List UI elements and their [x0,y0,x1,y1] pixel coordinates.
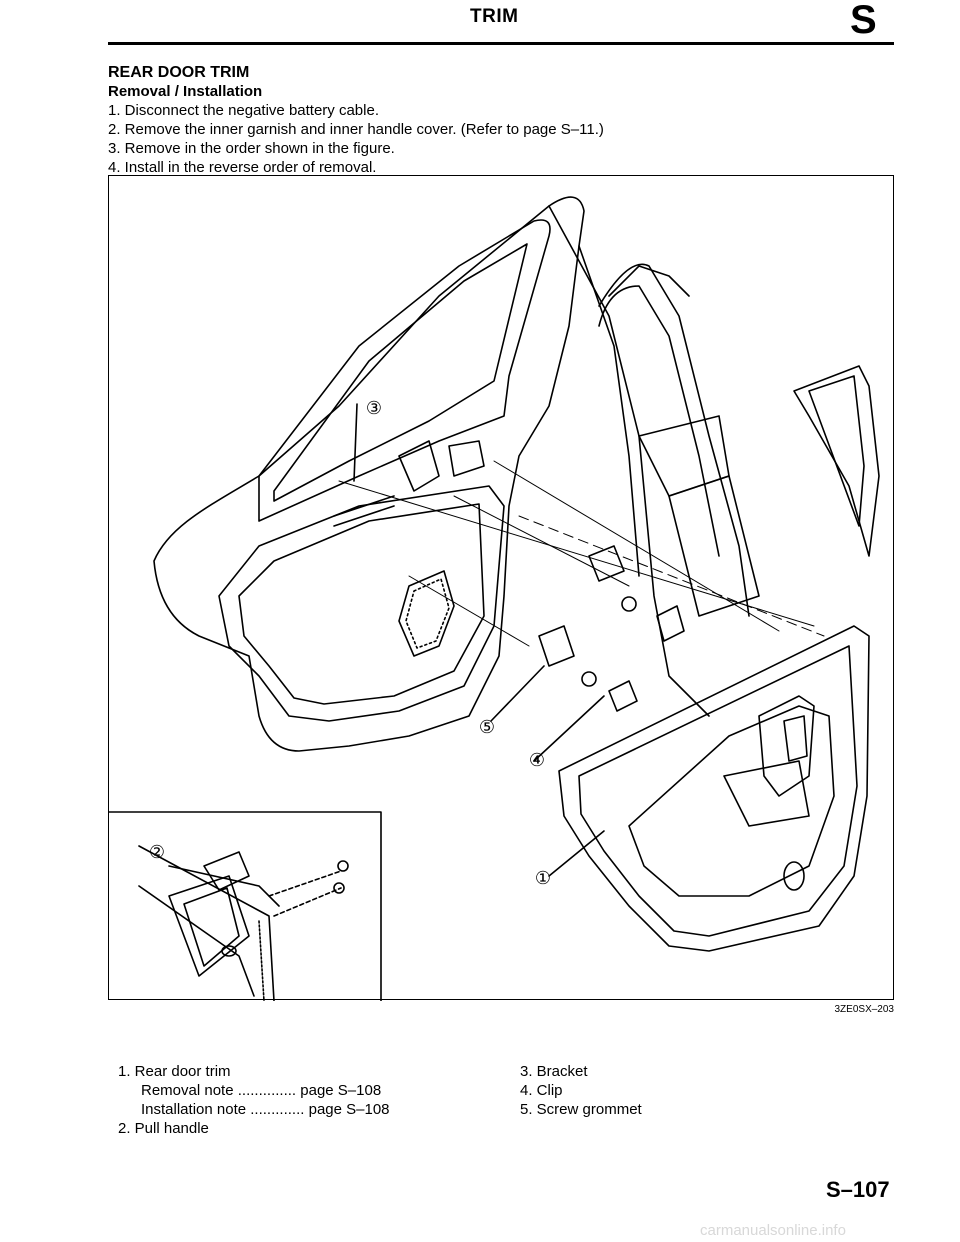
figure-code: 3ZE0SX–203 [834,1004,895,1015]
step-item: 2. Remove the inner garnish and inner ha… [108,121,604,138]
legend-page-ref: page S–108 [300,1082,382,1099]
legend-right: 3. Bracket 4. Clip 5. Screw grommet [520,1062,642,1119]
legend-dots: ............. [250,1101,305,1118]
legend-left: 1. Rear door trim Removal note .........… [118,1062,390,1138]
step-item: 1. Disconnect the negative battery cable… [108,102,379,119]
legend-item-1: 1. Rear door trim [118,1063,231,1080]
step-item: 3. Remove in the order shown in the figu… [108,140,395,157]
legend-item-1-install: Installation note ............. page S–1… [118,1100,390,1119]
legend-note-label: Installation note [141,1101,247,1118]
header-title: TRIM [470,6,519,27]
header-rule [108,42,894,45]
legend-item-1-removal: Removal note .............. page S–108 [118,1081,390,1100]
step-list: 1. Disconnect the negative battery cable… [108,101,604,177]
page-number: S–107 [826,1177,890,1202]
section-letter: S [850,0,877,42]
section-subtitle: Removal / Installation [108,83,263,100]
callout-5: ⑤ [479,717,495,737]
watermark: carmanualsonline.info [700,1222,846,1239]
callout-2: ② [149,842,165,862]
legend-page-ref: page S–108 [308,1101,390,1118]
callout-4: ④ [529,750,545,770]
step-item: 4. Install in the reverse order of remov… [108,159,377,176]
callout-1: ① [535,868,551,888]
legend-item-4: 4. Clip [520,1082,563,1099]
section-title: REAR DOOR TRIM [108,64,250,81]
legend-note-label: Removal note [141,1082,234,1099]
legend-item-2: 2. Pull handle [118,1120,209,1137]
door-trim-figure: ① ② ③ ④ ⑤ [108,175,894,1002]
legend-dots: .............. [237,1082,297,1099]
legend-item-3: 3. Bracket [520,1063,588,1080]
door-illustration: ① ② ③ ④ ⑤ [108,196,880,1002]
legend-item-5: 5. Screw grommet [520,1101,642,1118]
callout-3: ③ [366,398,382,418]
